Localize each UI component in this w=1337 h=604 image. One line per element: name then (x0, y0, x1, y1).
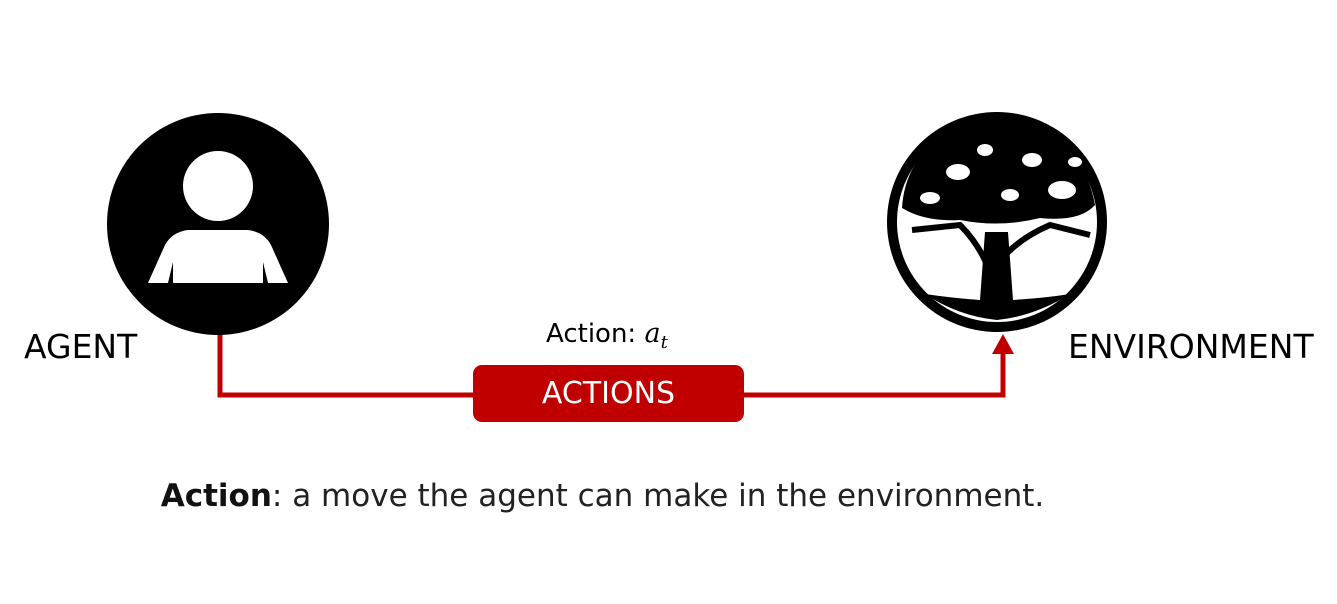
action-notation-prefix: Action: (546, 319, 645, 349)
action-notation: Action: at (546, 318, 668, 353)
person-icon (107, 113, 329, 335)
environment-label: ENVIRONMENT (1068, 327, 1314, 366)
caption-definition: : a move the agent can make in the envir… (271, 478, 1045, 514)
actions-box-label: ACTIONS (541, 376, 676, 411)
arrowhead (992, 334, 1014, 354)
action-variable-subscript: t (660, 332, 668, 354)
caption: Action: a move the agent can make in the… (0, 478, 1205, 514)
tree-icon (887, 112, 1107, 332)
caption-term: Action (160, 478, 272, 514)
actions-box: ACTIONS (473, 365, 744, 422)
action-variable: a (644, 318, 661, 349)
agent-label: AGENT (24, 327, 138, 366)
